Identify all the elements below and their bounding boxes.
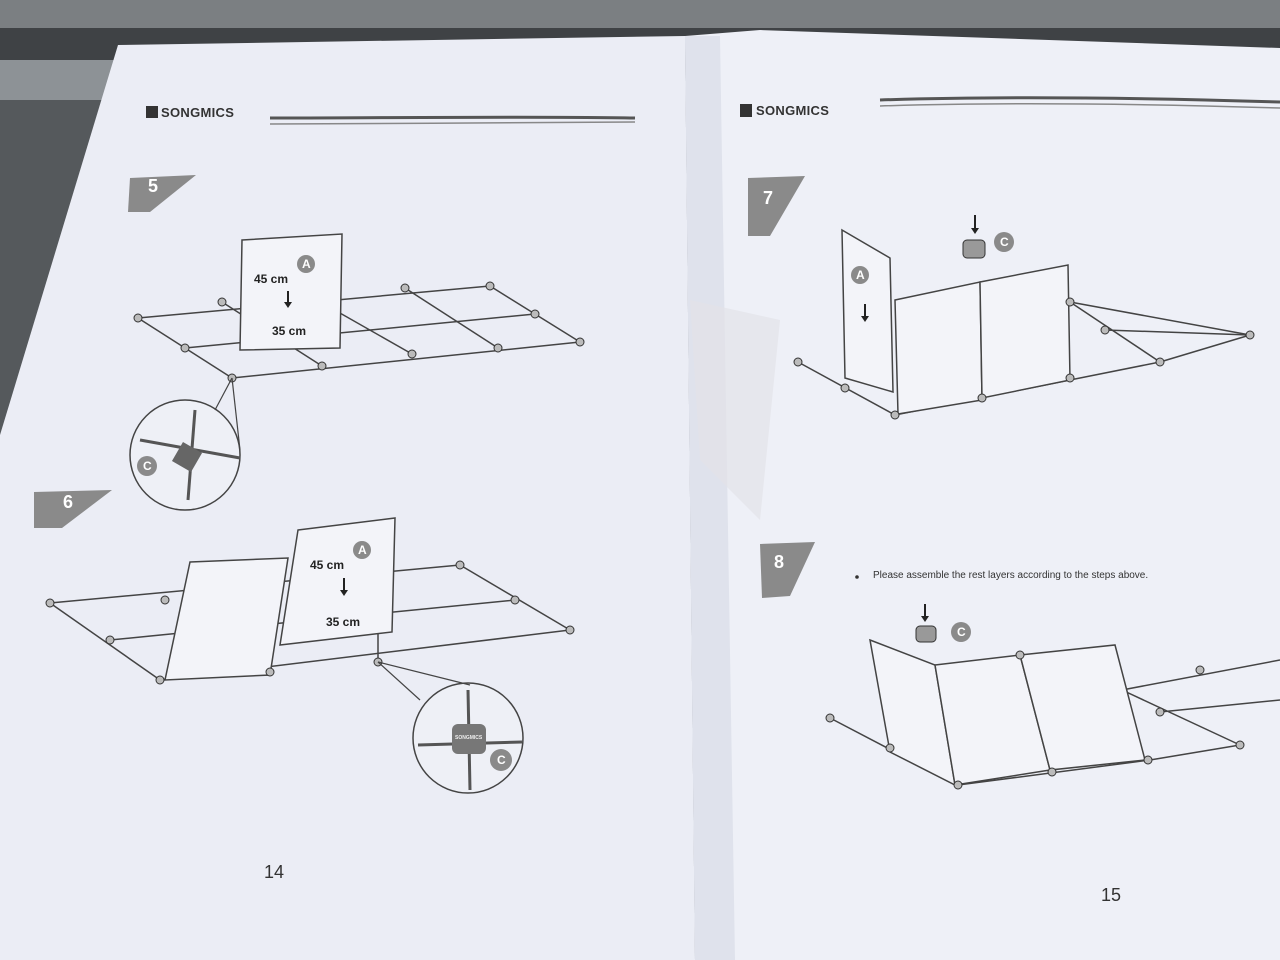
step-5-panel-a-label: A xyxy=(302,257,311,271)
connector-c-icon xyxy=(962,239,986,259)
step-6-panel-a-label: A xyxy=(358,543,367,557)
step-6-height-label: 35 cm xyxy=(326,615,361,629)
step-7-connector-label: C xyxy=(1000,235,1009,249)
step-7-number: 7 xyxy=(763,188,774,208)
step-6-width-label: 45 cm xyxy=(310,558,345,572)
step-7-c-badge xyxy=(994,232,1014,252)
step-7-a-badge xyxy=(851,266,869,284)
step-7-panel-a-label: A xyxy=(856,268,865,282)
brand-logo-right: SONGMICS xyxy=(756,103,830,118)
step-5-badge xyxy=(128,175,196,212)
left-page xyxy=(0,36,695,960)
step-7-badge xyxy=(748,176,805,236)
step-8-badge xyxy=(760,542,815,598)
step-7-panel-1 xyxy=(894,281,983,415)
connector-c xyxy=(452,724,486,754)
brand-logo-left: SONGMICS xyxy=(161,105,235,120)
page-number-left: 14 xyxy=(264,862,285,882)
step-6-a-badge xyxy=(353,541,371,559)
step-5-number: 5 xyxy=(148,176,159,196)
step-6-badge xyxy=(34,490,112,528)
step-6-number: 6 xyxy=(63,492,74,512)
step-5-c-badge xyxy=(137,456,157,476)
step-8-connector-label: C xyxy=(957,625,966,639)
songmics-logo-mark xyxy=(740,104,752,117)
right-page xyxy=(685,30,1280,960)
step-7-panel-2 xyxy=(979,264,1071,399)
step-5-connector-label: C xyxy=(143,459,152,473)
connector-c xyxy=(171,441,203,473)
step-6-c-badge xyxy=(490,749,512,771)
step-5-width-label: 45 cm xyxy=(254,272,289,286)
connector-c-icon xyxy=(915,625,937,643)
bullet-icon xyxy=(855,575,859,579)
step-8-number: 8 xyxy=(774,552,785,572)
step-8-note: Please assemble the rest layers accordin… xyxy=(873,570,1149,581)
step-8-c-badge xyxy=(951,622,971,642)
step-5-panel-a xyxy=(239,233,343,351)
songmics-logo-mark xyxy=(146,106,158,118)
step-5-height-label: 35 cm xyxy=(272,324,307,338)
connector-brand-text: SONGMICS xyxy=(455,735,483,741)
page-number-right: 15 xyxy=(1101,885,1122,905)
step-5-a-badge xyxy=(297,255,315,273)
step-6-connector-label: C xyxy=(497,753,506,767)
